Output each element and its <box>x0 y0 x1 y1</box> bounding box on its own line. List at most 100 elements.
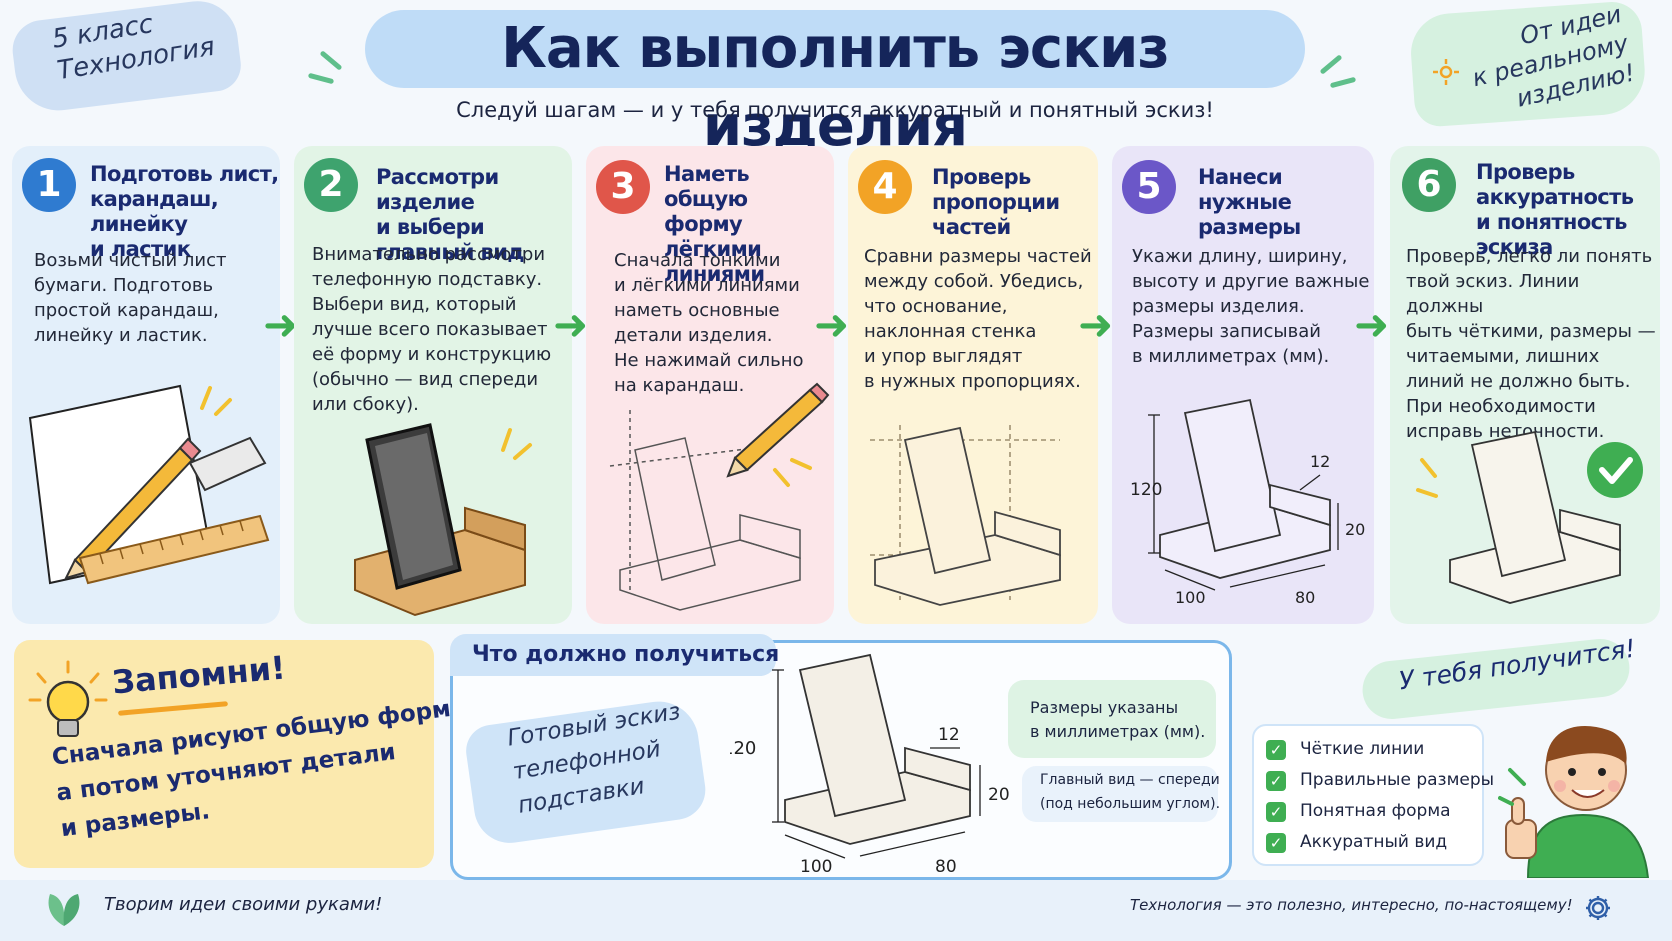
body-line: на карандаш. <box>614 375 745 396</box>
title-banner <box>365 10 1305 88</box>
ruler-icon <box>78 514 270 585</box>
step-body-6: Проверь, легко ли понять твой эскиз. Лин… <box>1406 244 1660 444</box>
body-line: исправь неточности. <box>1406 421 1605 442</box>
dim-width: 80 <box>1295 588 1315 607</box>
body-line: между собой. Убедись, <box>864 271 1084 292</box>
footer-bar <box>0 880 1672 941</box>
step-title-6: Проверь аккуратность и понятность эскиза <box>1476 160 1662 260</box>
spark-icon <box>200 386 232 416</box>
body-line: (обычно — вид спереди <box>312 369 539 390</box>
note-line: (под небольшим углом). <box>1040 796 1221 812</box>
step-title-1: Подготовь лист, карандаш, линейку и ласт… <box>90 162 280 262</box>
note-view <box>1022 766 1218 822</box>
checklist-item: ✓Правильные размеры <box>1266 765 1494 796</box>
checklist-item: ✓Аккуратный вид <box>1266 827 1494 858</box>
checklist: ✓Чёткие линии ✓Правильные размеры ✓Понят… <box>1266 734 1494 858</box>
step-body-1: Возьми чистый лист бумаги. Подготовь про… <box>34 248 274 348</box>
title-line: пропорции частей <box>932 190 1060 239</box>
body-line: При необходимости <box>1406 396 1596 417</box>
body-line: размеры изделия. <box>1132 296 1305 317</box>
title-line: Наметь общую <box>664 162 750 211</box>
body-line: Сравни размеры частей <box>864 246 1092 267</box>
title-line: Нанеси <box>1198 165 1283 189</box>
note-units <box>1008 680 1216 758</box>
body-line: наклонная стенка <box>864 321 1037 342</box>
title-line: Проверь <box>1476 160 1575 184</box>
title-line: и выбери главный вид <box>376 215 524 264</box>
result-label: Что должно получиться <box>472 642 780 667</box>
thumbs-up-icon <box>1505 797 1537 859</box>
body-line: Возьми чистый лист <box>34 250 227 271</box>
note-line: Главный вид — спереди <box>1040 772 1220 788</box>
body-line: Выбери вид, который <box>312 294 517 315</box>
check-icon: ✓ <box>1266 832 1286 853</box>
eraser-icon <box>188 436 267 492</box>
body-line: Проверь, легко ли понять <box>1406 246 1653 267</box>
checklist-panel <box>1252 724 1484 866</box>
body-line: Укажи длину, ширину, <box>1132 246 1348 267</box>
lightbulb-icon <box>28 660 108 737</box>
body-line: Не нажимай сильно <box>614 350 804 371</box>
body-line: лучше всего показывает <box>312 319 548 340</box>
note-line: в миллиметрах (мм). <box>1030 722 1206 741</box>
remember-panel <box>14 640 434 868</box>
body-line: наметь основные <box>614 300 780 321</box>
spark-icon <box>307 72 335 85</box>
body-line: простой карандаш, <box>34 300 219 321</box>
dim-stop: 20 <box>1345 520 1365 539</box>
step-body-4: Сравни размеры частей между собой. Убеди… <box>864 244 1098 394</box>
finished-check-illustration <box>1416 430 1643 604</box>
sun-icon <box>1432 58 1460 90</box>
title-line: линиями <box>664 262 765 286</box>
spark-icon <box>1329 76 1357 89</box>
body-line: линейку и ластик. <box>34 325 208 346</box>
dimensions-illustration: 120 12 20 100 80 <box>1130 398 1365 607</box>
proportions-illustration <box>870 425 1061 606</box>
body-line: и лёгкими линиями <box>614 275 800 296</box>
sketch-lines-illustration <box>609 382 830 611</box>
body-line: Сначала тонкими <box>614 250 781 271</box>
checklist-item-label: Чёткие линии <box>1300 739 1425 759</box>
tools-illustration <box>28 384 270 585</box>
title-line: аккуратность <box>1476 185 1634 209</box>
next-arrow-icon: ➜ <box>553 300 589 349</box>
step-title-5: Нанеси нужные размеры <box>1198 165 1374 240</box>
body-line: или сбоку). <box>312 394 419 415</box>
check-icon: ✓ <box>1266 770 1286 791</box>
dim-thickness: 12 <box>1310 452 1330 471</box>
pencil-icon <box>726 382 830 478</box>
spark-icon <box>1416 458 1438 498</box>
step-number-6: 6 <box>1402 158 1456 212</box>
next-arrow-icon: ➜ <box>263 300 299 349</box>
dim-depth: 100 <box>1175 588 1206 607</box>
phone-on-stand-illustration <box>354 423 532 617</box>
check-icon: ✓ <box>1266 739 1286 760</box>
page-title: Как выполнить эскиз изделия <box>501 16 1170 159</box>
spark-icon <box>1498 768 1526 806</box>
dim-height: 120 <box>1130 480 1162 500</box>
body-line: в нужных пропорциях. <box>864 371 1081 392</box>
step-body-2: Внимательно рассмотри телефонную подстав… <box>312 242 568 417</box>
footer-motto: Технология — это полезно, интересно, по-… <box>1130 896 1573 914</box>
spark-icon <box>319 50 343 71</box>
next-arrow-icon: ➜ <box>814 300 850 349</box>
body-line: её форму и конструкцию <box>312 344 552 365</box>
body-line: читаемыми, лишних <box>1406 346 1600 367</box>
step-body-3: Сначала тонкими и лёгкими линиями наметь… <box>614 248 834 398</box>
page-subtitle: Следуй шагам — и у тебя получится аккура… <box>456 98 1214 122</box>
body-line: Внимательно рассмотри <box>312 244 546 265</box>
leaf-icon <box>48 894 80 926</box>
check-icon: ✓ <box>1266 801 1286 822</box>
note-view-text: Главный вид — спереди (под небольшим угл… <box>1040 768 1220 816</box>
title-line: Рассмотри изделие <box>376 165 499 214</box>
check-circle-icon <box>1587 442 1643 498</box>
gear-icon <box>1586 896 1610 920</box>
spark-icon <box>773 458 812 487</box>
step-number-5: 5 <box>1122 160 1176 214</box>
footer-slogan: Творим идеи своими руками! <box>104 894 383 915</box>
step-body-5: Укажи длину, ширину, высоту и другие важ… <box>1132 244 1372 369</box>
body-line: в миллиметрах (мм). <box>1132 346 1330 367</box>
step-title-3: Наметь общую форму лёгкими линиями <box>664 162 836 287</box>
boy-thumbs-up-illustration <box>1498 725 1650 878</box>
note-units-text: Размеры указаны в миллиметрах (мм). <box>1030 696 1205 744</box>
